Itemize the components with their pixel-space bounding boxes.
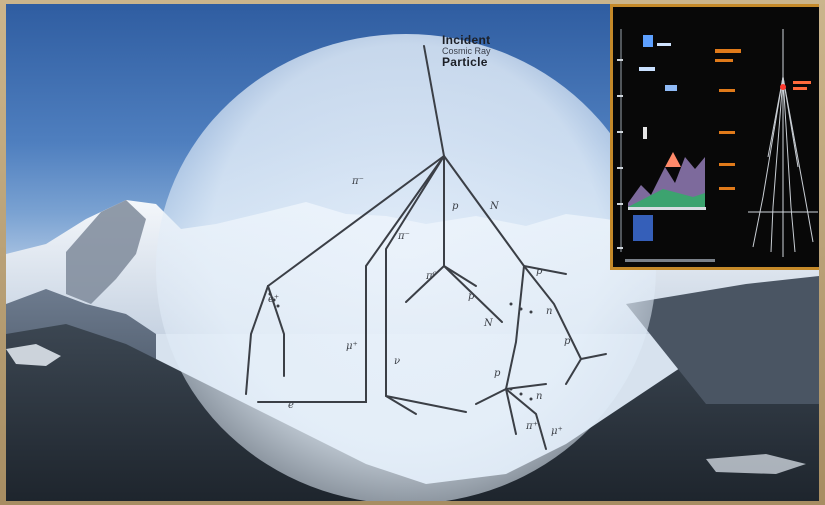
- track-label: π⁰: [425, 271, 437, 282]
- track-label: μ⁺: [551, 426, 563, 437]
- track-label: ν: [394, 356, 400, 367]
- cosmic-shower-halo: [156, 34, 656, 501]
- track-label: N: [489, 201, 500, 212]
- incident-label-line3: Particle: [442, 55, 488, 70]
- track-label: p: [468, 291, 475, 302]
- track-label: p: [494, 368, 501, 379]
- particle-track-diagram: π⁻ p N π⁻ π⁰ p N p n p e⁺ e⁻ μ⁺ ν p n π⁺…: [245, 45, 607, 450]
- track-label: p: [564, 336, 571, 347]
- track-label: μ⁺: [346, 341, 358, 352]
- track-label: e⁻: [288, 400, 299, 411]
- incident-label-line2: Cosmic Ray: [442, 45, 491, 56]
- inset-diagram: [617, 29, 818, 262]
- incident-particle-label: Incident Cosmic Ray Particle: [442, 34, 491, 69]
- track-label: p: [452, 201, 459, 212]
- track-label: n: [546, 306, 552, 317]
- track-label: π⁻: [397, 231, 410, 242]
- track-label: π⁻: [351, 176, 364, 187]
- photo-scene: π⁻ p N π⁻ π⁰ p N p n p e⁺ e⁻ μ⁺ ν p n π⁺…: [6, 4, 819, 501]
- track-label: p: [536, 266, 543, 277]
- track-label: π⁺: [525, 421, 538, 432]
- track-label: n: [536, 391, 542, 402]
- incident-label-line1: Incident: [442, 33, 491, 47]
- atmospheric-shower-inset: [610, 4, 819, 270]
- track-label: N: [483, 318, 494, 329]
